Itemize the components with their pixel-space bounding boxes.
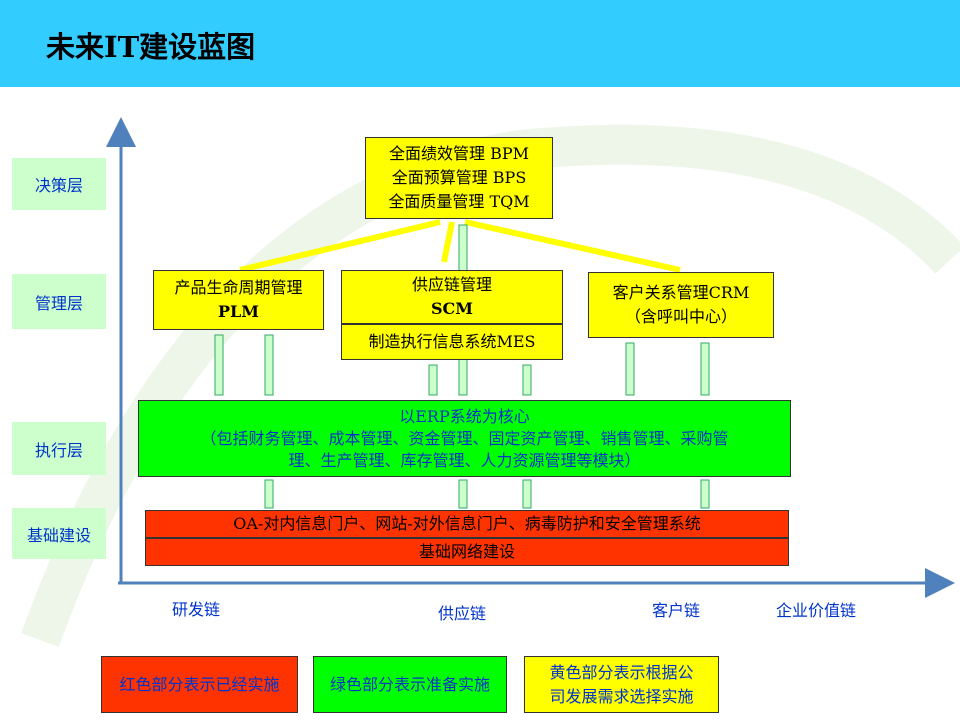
layer-management: 管理层 xyxy=(12,274,106,329)
layer-decision: 决策层 xyxy=(12,158,106,210)
axis-label-value: 企业价值链 xyxy=(776,601,857,620)
scm-title: 供应链管理 xyxy=(411,275,492,294)
bpm-label: 全面绩效管理 BPM xyxy=(389,144,529,163)
scm-abbr: SCM xyxy=(431,299,473,318)
axis-label-customer: 客户链 xyxy=(652,601,701,620)
legend-red: 红色部分表示已经实施 xyxy=(101,656,298,713)
network-box: 基础网络建设 xyxy=(145,538,789,566)
erp-modules-line2: 理、生产管理、库存管理、人力资源管理等模块） xyxy=(288,450,641,470)
oa-box: OA-对内信息门户、网站-对外信息门户、病毒防护和安全管理系统 xyxy=(145,510,789,538)
plm-title: 产品生命周期管理 xyxy=(174,278,303,297)
page-title: 未来IT建设蓝图 xyxy=(46,30,256,64)
legend-yellow: 黄色部分表示根据公司发展需求选择实施 xyxy=(524,656,719,713)
layer-infrastructure: 基础建设 xyxy=(12,508,106,559)
axis-label-supply: 供应链 xyxy=(438,604,487,623)
layer-execution: 执行层 xyxy=(12,422,106,475)
erp-modules-line1: （包括财务管理、成本管理、资金管理、固定资产管理、销售管理、采购管 xyxy=(200,428,729,448)
erp-title: 以ERP系统为核心 xyxy=(399,406,530,426)
erp-box: 以ERP系统为核心 （包括财务管理、成本管理、资金管理、固定资产管理、销售管理、… xyxy=(138,400,791,477)
tqm-label: 全面质量管理 TQM xyxy=(388,192,530,211)
crm-note: （含呼叫中心） xyxy=(624,307,737,326)
header-bar xyxy=(0,0,960,87)
legend-green: 绿色部分表示准备实施 xyxy=(313,656,507,713)
scm-box: 供应链管理 SCM xyxy=(341,270,563,324)
mes-box: 制造执行信息系统MES xyxy=(341,324,563,360)
crm-box: 客户关系管理CRM （含呼叫中心） xyxy=(588,272,774,338)
crm-title: 客户关系管理CRM xyxy=(612,283,750,302)
decision-box: 全面绩效管理 BPM 全面预算管理 BPS 全面质量管理 TQM xyxy=(365,137,553,219)
plm-box: 产品生命周期管理 PLM xyxy=(153,270,324,330)
bps-label: 全面预算管理 BPS xyxy=(391,168,527,187)
axis-label-rd: 研发链 xyxy=(172,600,221,619)
plm-abbr: PLM xyxy=(218,302,259,321)
